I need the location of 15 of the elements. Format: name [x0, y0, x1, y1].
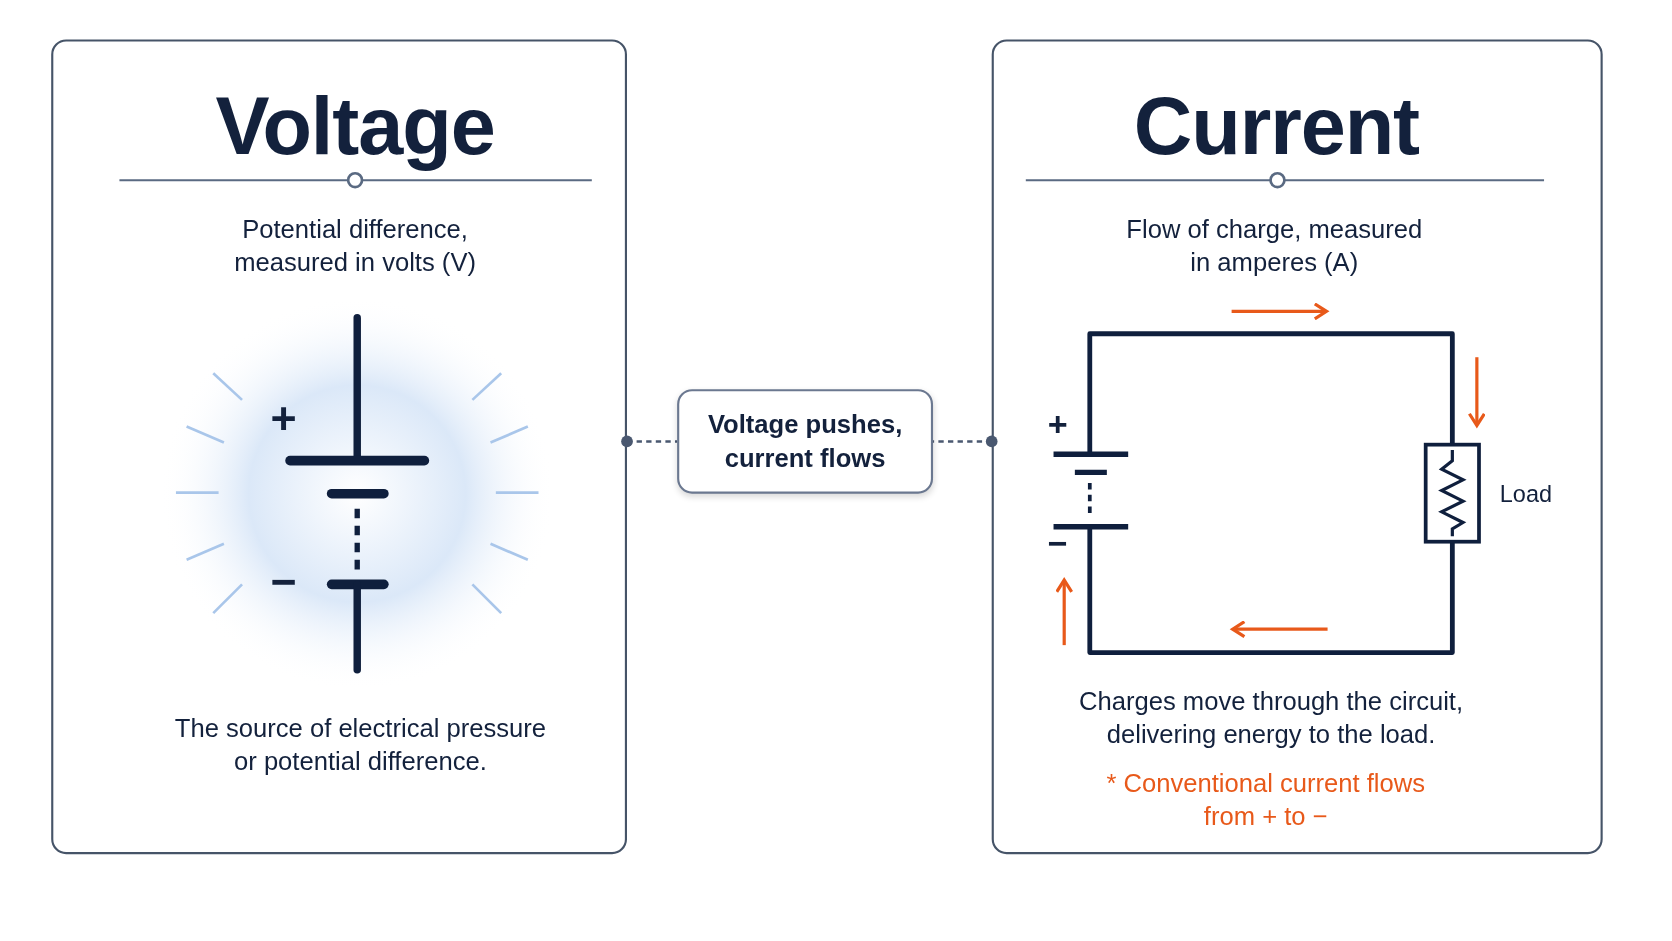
- polarity-sign: +: [1047, 404, 1068, 445]
- callout-box: Voltage pushes, current flows: [677, 389, 934, 494]
- subtitle-text: Potential difference, measured in volts (V): [233, 213, 477, 279]
- connector-line: [621, 435, 678, 448]
- polarity-sign: +: [270, 393, 297, 445]
- panel-card: [991, 39, 1603, 855]
- polarity-sign: −: [270, 556, 297, 608]
- component-label: Load: [1499, 480, 1552, 509]
- polarity-sign: −: [1047, 524, 1068, 564]
- panel-title: Voltage: [214, 78, 496, 173]
- description-text: The source of electrical pressure or potential difference.: [173, 712, 548, 778]
- subtitle-text: Flow of charge, measured in amperes (A): [1125, 213, 1424, 279]
- note-text: * Conventional current flows from + to −: [1105, 767, 1427, 833]
- panel-title: Current: [1132, 78, 1420, 173]
- description-text: Charges move through the circuit, delivering energy to the load.: [1078, 685, 1465, 751]
